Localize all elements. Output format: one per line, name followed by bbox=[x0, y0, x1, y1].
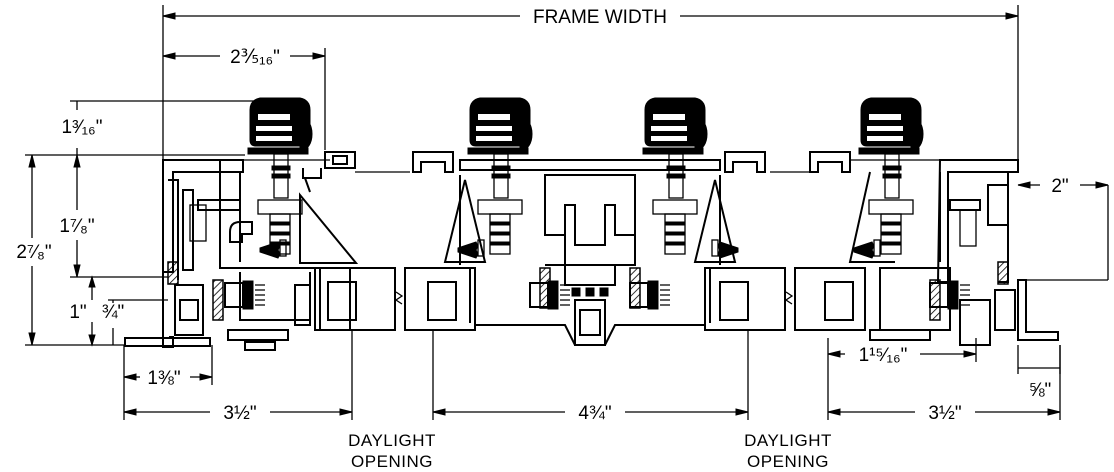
dim-right-sill: 1¹⁵⁄₁₆" bbox=[827, 338, 977, 420]
left-vertical-dimensions: 1³⁄₁₆" 1⁷⁄₈" 2⁷⁄₈" 1" ¾" bbox=[16, 100, 260, 347]
dim-right-two: 2" bbox=[1017, 176, 1109, 281]
center-interlock bbox=[443, 159, 737, 346]
left-jamb-profile bbox=[124, 159, 360, 351]
daylight-opening-left: DAYLIGHT OPENING bbox=[348, 431, 436, 471]
dim-right-sill-label: 1¹⁵⁄₁₆" bbox=[859, 345, 908, 366]
dim-left-sill-label: 1⅜" bbox=[147, 368, 180, 389]
dim-right-five-eighths-label: ⅝" bbox=[1029, 380, 1052, 401]
dim-bottom-right-label: 3½" bbox=[928, 403, 961, 424]
dim-left-one-label: 1" bbox=[69, 302, 86, 323]
dim-bottom-left-label: 3½" bbox=[223, 403, 256, 424]
dim-left-sill: 1⅜" bbox=[123, 345, 213, 420]
sill-screws bbox=[224, 239, 970, 310]
dim-top-offset: 2⅗₁₆" bbox=[162, 47, 326, 150]
dim-bottom-center-label: 4¾" bbox=[578, 403, 611, 424]
dim-right-five-eighths: ⅝" bbox=[1017, 345, 1061, 401]
dim-top-offset-label: 2⅗₁₆" bbox=[230, 47, 280, 68]
daylight-right-line2: OPENING bbox=[747, 452, 829, 471]
dim-left-total-label: 2⁷⁄₈" bbox=[16, 242, 51, 263]
daylight-right-line1: DAYLIGHT bbox=[744, 431, 832, 450]
glass-units bbox=[314, 267, 866, 331]
daylight-left-line2: OPENING bbox=[351, 452, 433, 471]
frame-width-label: FRAME WIDTH bbox=[533, 7, 667, 28]
frame-width-dimension: FRAME WIDTH bbox=[162, 5, 1019, 160]
dim-right-two-label: 2" bbox=[1051, 176, 1068, 197]
dim-left-head-label: 1³⁄₁₆" bbox=[62, 117, 103, 138]
dim-left-seven-eighths-label: 1⁷⁄₈" bbox=[59, 216, 94, 237]
dim-left-three-quarter-label: ¾" bbox=[102, 302, 125, 323]
right-jamb-profile bbox=[848, 159, 1059, 346]
bottom-dimension-chain: 3½" 4¾" 3½" bbox=[123, 330, 1061, 424]
daylight-opening-right: DAYLIGHT OPENING bbox=[744, 431, 832, 471]
daylight-left-line1: DAYLIGHT bbox=[348, 431, 436, 450]
